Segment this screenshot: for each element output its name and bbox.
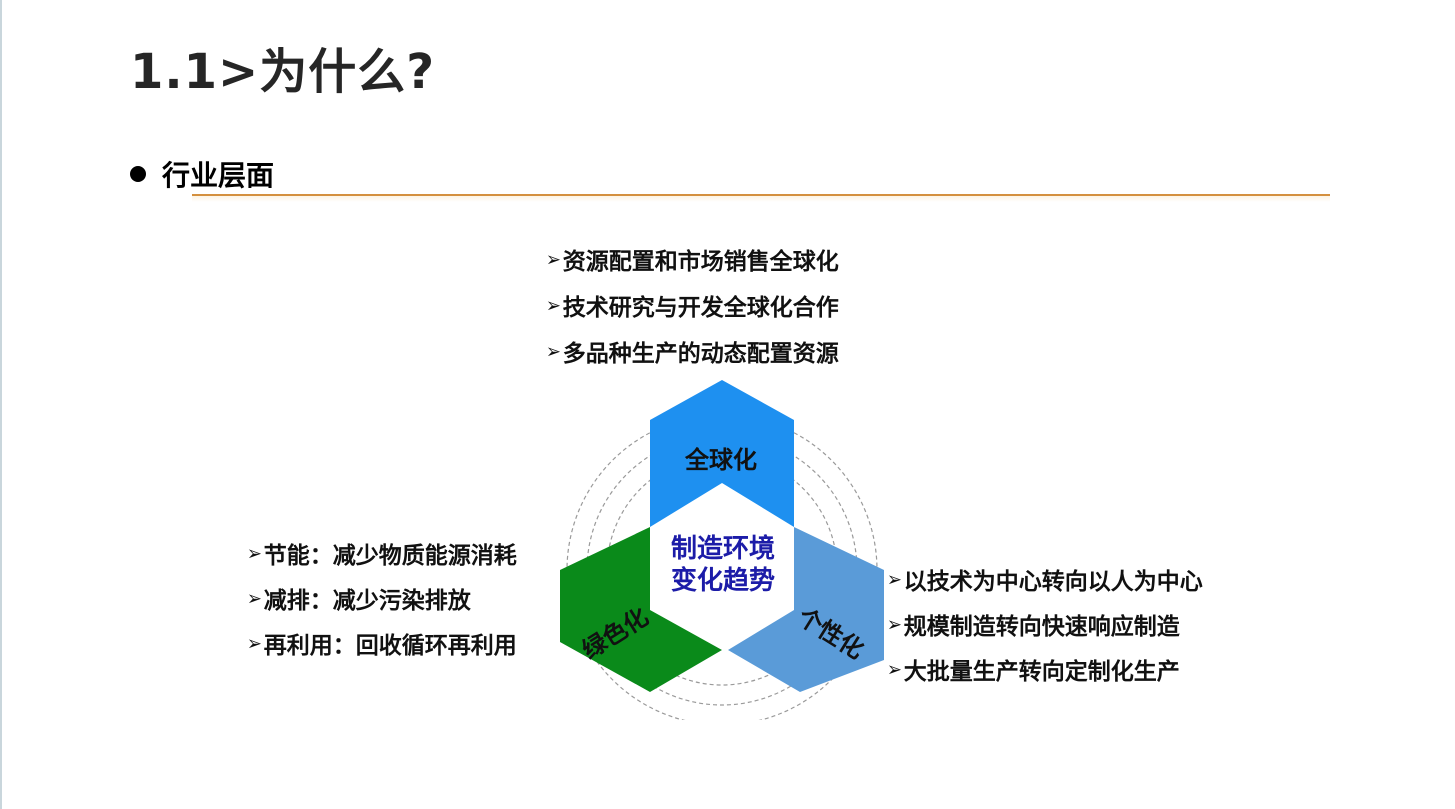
arrow-bullet-icon: ➢ (246, 630, 262, 655)
list-item-text: 资源配置和市场销售全球化 (562, 249, 839, 275)
manufacturing-trends-diagram: 全球化 绿色化 个性化 制造环境 变化趋势 (550, 370, 895, 720)
arrow-bullet-icon: ➢ (246, 585, 262, 610)
globalization-label: 全球化 (685, 446, 757, 474)
list-item: ➢ 规模制造转向快速响应制造 (886, 601, 1203, 646)
greening-points: ➢ 节能：减少物质能源消耗 ➢ 减排：减少污染排放 ➢ 再利用：回收循环再利用 (246, 530, 517, 665)
slide-left-border (0, 0, 2, 809)
center-label: 制造环境 变化趋势 (648, 533, 798, 597)
arrow-bullet-icon: ➢ (545, 247, 561, 271)
list-item-text: 节能：减少物质能源消耗 (263, 542, 517, 569)
list-item: ➢ 减排：减少污染排放 (246, 575, 517, 620)
section-heading: 行业层面 (130, 154, 274, 194)
list-item-text: 再利用：回收循环再利用 (263, 632, 517, 659)
center-hexagon (650, 483, 794, 650)
list-item: ➢ 大批量生产转向定制化生产 (886, 646, 1203, 691)
list-item-text: 以技术为中心转向以人为中心 (903, 568, 1203, 595)
center-label-line1: 制造环境 (670, 534, 775, 564)
list-item: ➢ 以技术为中心转向以人为中心 (886, 556, 1203, 601)
section-divider (192, 194, 1330, 196)
section-divider-shadow (192, 196, 1330, 202)
list-item-text: 规模制造转向快速响应制造 (903, 613, 1180, 640)
list-item-text: 技术研究与开发全球化合作 (562, 295, 839, 321)
arrow-bullet-icon: ➢ (886, 611, 902, 636)
personalization-points: ➢ 以技术为中心转向以人为中心 ➢ 规模制造转向快速响应制造 ➢ 大批量生产转向… (886, 556, 1203, 691)
globalization-segment (650, 380, 794, 527)
personalization-segment (728, 527, 884, 692)
arrow-bullet-icon: ➢ (545, 339, 561, 363)
list-item: ➢ 技术研究与开发全球化合作 (545, 282, 839, 328)
diagram-graphic (560, 380, 884, 720)
slide-title: 1.1>为什么? (130, 44, 436, 100)
list-item: ➢ 多品种生产的动态配置资源 (545, 328, 839, 374)
bullet-dot-icon (130, 166, 146, 182)
list-item: ➢ 节能：减少物质能源消耗 (246, 530, 517, 575)
arrow-bullet-icon: ➢ (246, 540, 262, 565)
arrow-bullet-icon: ➢ (886, 656, 902, 681)
list-item-text: 大批量生产转向定制化生产 (903, 658, 1180, 685)
list-item-text: 多品种生产的动态配置资源 (562, 341, 839, 367)
arrow-bullet-icon: ➢ (545, 293, 561, 317)
section-label: 行业层面 (162, 159, 275, 192)
list-item: ➢ 再利用：回收循环再利用 (246, 620, 517, 665)
list-item: ➢ 资源配置和市场销售全球化 (545, 236, 839, 282)
greening-segment (560, 527, 722, 692)
list-item-text: 减排：减少污染排放 (263, 587, 471, 614)
globalization-points: ➢ 资源配置和市场销售全球化 ➢ 技术研究与开发全球化合作 ➢ 多品种生产的动态… (545, 236, 839, 374)
center-label-line2: 变化趋势 (670, 566, 775, 596)
arrow-bullet-icon: ➢ (886, 566, 902, 591)
